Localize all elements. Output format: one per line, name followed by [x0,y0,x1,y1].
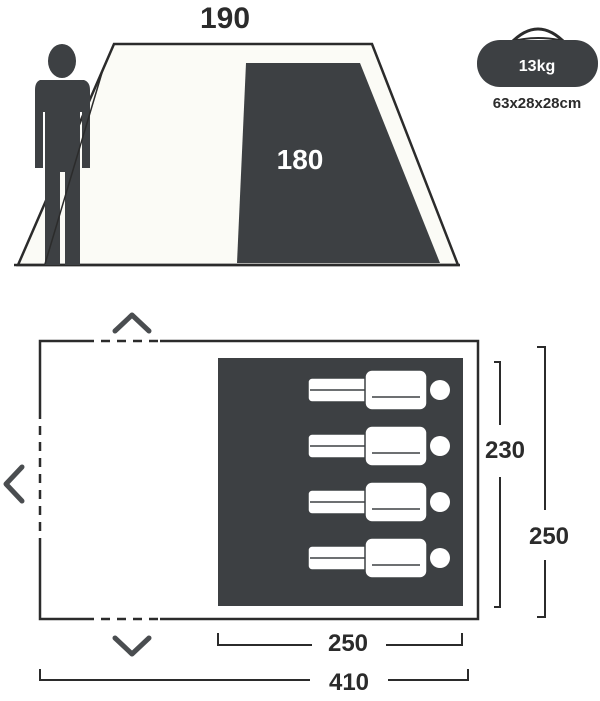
bag-weight-label: 13kg [519,58,555,75]
sleeping-figure [307,425,450,467]
bag-size-label: 63x28x28cm [493,95,581,112]
footprint-outline [38,339,480,621]
chevron-left-icon [3,464,25,504]
bag-handle [508,27,568,46]
total-length-label: 410 [329,669,369,696]
side-view: 190 180 [14,2,460,267]
pole-line [44,65,105,265]
bedroom-width-label: 250 [328,630,368,657]
person-silhouette [35,44,90,265]
inner-height-label: 180 [277,144,324,175]
chevron-down-icon [112,635,152,657]
width-label: 190 [200,2,250,35]
dim-total-depth [537,346,546,618]
bag-body [477,40,598,87]
dim-total-length [39,669,469,681]
carry-bag: 13kg 63x28x28cm [477,27,598,112]
floor-plan: 230 250 250 410 [3,312,569,696]
inner-highlight [367,62,450,263]
inner-room [237,63,440,263]
sleeping-figure [307,481,450,523]
bedroom-depth-label: 230 [485,437,525,464]
dim-bedroom-width [217,633,463,646]
chevron-up-icon [112,312,152,334]
sleeping-figure [307,369,450,411]
total-depth-label: 250 [529,523,569,550]
dim-bedroom-depth [494,361,501,608]
sleeping-figures [307,369,450,579]
sleeping-figure [307,537,450,579]
